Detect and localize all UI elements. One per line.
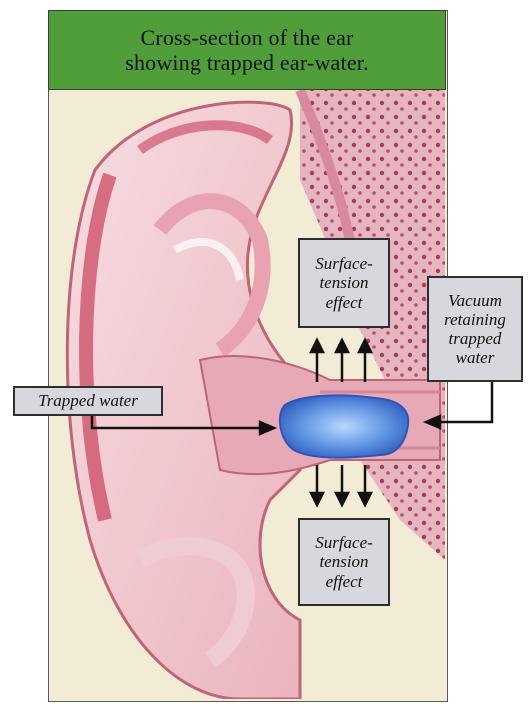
vacuum-label: Vacuum retaining trapped water [427,276,523,382]
surface-tension-bottom-label: Surface- tension effect [298,518,390,606]
title-line-2: showing trapped ear-water. [125,50,369,75]
surface-tension-top-label: Surface- tension effect [298,238,390,328]
trapped-water-label: Trapped water [13,386,163,416]
title-line-1: Cross-section of the ear [140,25,353,50]
title-banner: Cross-section of the ear showing trapped… [48,10,446,90]
trapped-water-blob [280,395,408,457]
